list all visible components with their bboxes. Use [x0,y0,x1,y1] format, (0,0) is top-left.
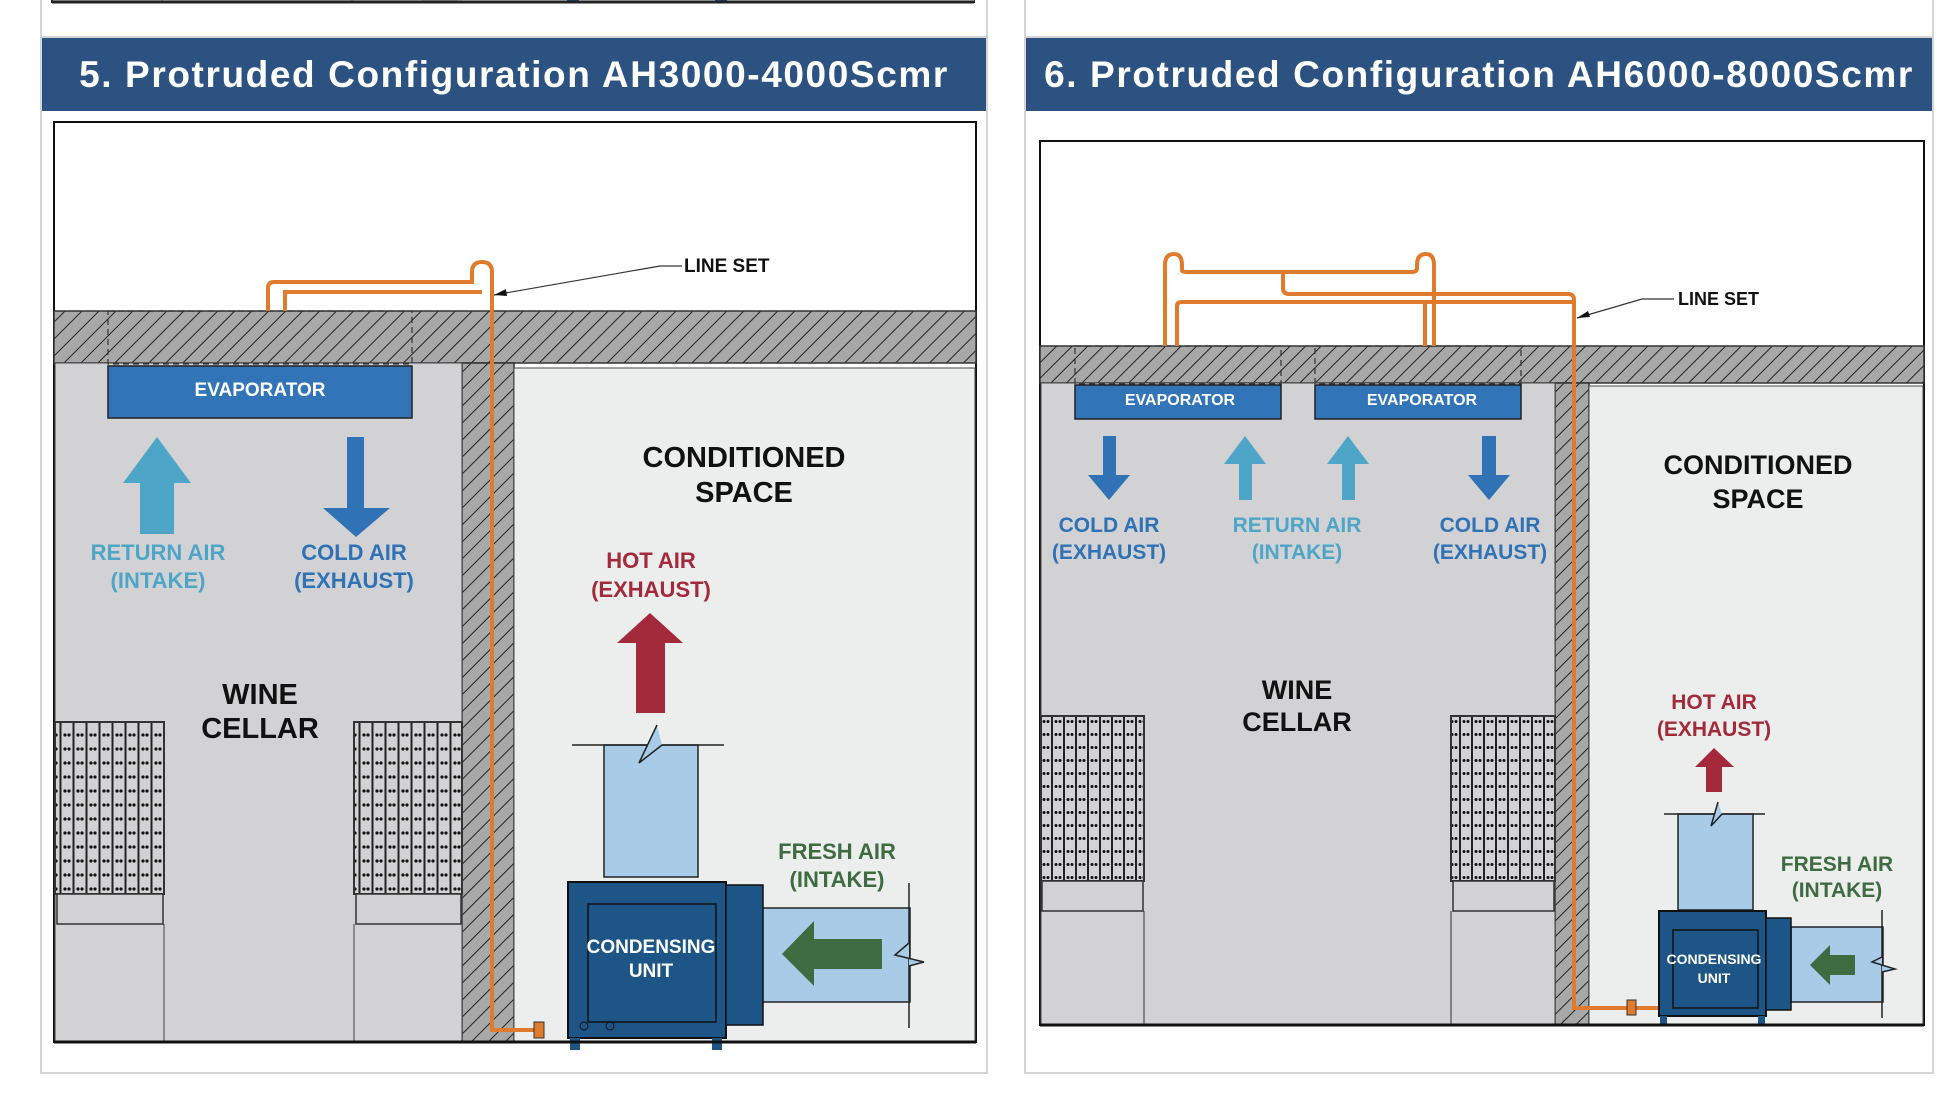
wine-cellar-label-line2: CELLAR [1242,707,1352,737]
wine-cellar-room [1040,382,1556,1026]
fresh-air-arrow-left-icon [782,921,882,986]
hot-air-label-line1: HOT AIR [1671,691,1757,714]
fresh-air-label-line2: (INTAKE) [790,867,885,892]
line-set-label: LINE SET [684,256,770,277]
hot-air-label-line2: (EXHAUST) [1657,718,1771,741]
wine-cellar-label-line2: CELLAR [201,713,319,745]
evaporator-unit-right [1314,384,1522,420]
previous-diagram-fragment [51,0,975,4]
wine-rack-left [1040,715,1145,1025]
cold-air-arrow-down-icon-left [1088,436,1130,500]
cold-air-right-label-line2: (EXHAUST) [1433,541,1547,564]
conditioned-space-label-line2: SPACE [1712,484,1803,514]
wine-cellar-label-line1: WINE [222,679,298,711]
wine-rack-left [54,721,165,1042]
condensing-unit-label-line2: UNIT [1698,970,1731,986]
condensing-unit-label-line1: CONDENSING [1667,951,1762,967]
panel-title: 5. Protruded Configuration AH3000-4000Sc… [42,38,986,111]
conditioned-space-label-line1: CONDITIONED [1664,450,1853,480]
condensing-unit-label-line2: UNIT [629,961,674,982]
ceiling-slab [53,310,977,364]
line-set-label: LINE SET [1678,289,1759,309]
return-air-arrow-up-icon [123,437,191,534]
fresh-air-label-line2: (INTAKE) [1792,879,1883,902]
return-air-label-line1: RETURN AIR [1233,514,1362,537]
previous-panel-5 [1024,0,1934,38]
evaporator-label-left: EVAPORATOR [1125,392,1236,409]
wine-cellar-label-line1: WINE [1262,675,1333,705]
panel-protruded-ah6000-8000: 6. Protruded Configuration AH6000-8000Sc… [1024,38,1934,1074]
cold-air-label-line1: COLD AIR [301,540,407,565]
evaporator-label: EVAPORATOR [195,380,326,401]
cold-air-arrow-down-icon-right [1468,436,1510,500]
line-set-pipes [1163,251,1660,1010]
wine-rack-right [1450,715,1556,1025]
evaporator-unit [107,365,413,419]
exhaust-duct [1677,813,1754,911]
diagram-ah3000-4000: EVAPORATOR LINE SET RETURN AIR (INTAKE) … [53,121,977,1050]
panel-title: 6. Protruded Configuration AH6000-8000Sc… [1026,38,1932,111]
return-air-label-line1: RETURN AIR [91,540,226,565]
return-air-label-line2: (INTAKE) [1252,541,1343,564]
wine-cellar-room [54,362,463,1043]
line-set-pipes [266,259,542,1032]
exhaust-duct [603,744,699,878]
hot-air-arrow-up-icon [617,613,683,713]
condensing-unit [567,881,764,1050]
return-air-arrow-up-icon-right [1327,436,1369,500]
condensing-unit-label-line1: CONDENSING [587,937,716,958]
evaporator-unit-left [1074,384,1282,420]
condensing-unit [1658,910,1792,1025]
hot-air-label-line1: HOT AIR [606,548,696,573]
cold-air-right-label-line1: COLD AIR [1440,514,1541,537]
hot-air-arrow-up-icon [1695,748,1734,792]
hot-air-label-line2: (EXHAUST) [591,577,711,602]
return-air-arrow-up-icon-left [1224,436,1266,500]
partition-wall [461,362,515,1043]
conditioned-space-label-line2: SPACE [695,477,793,509]
cold-air-left-label-line1: COLD AIR [1059,514,1160,537]
fresh-air-label-line1: FRESH AIR [778,839,896,864]
fresh-air-label-line1: FRESH AIR [1781,853,1893,876]
previous-panel-4 [40,0,988,38]
fresh-air-arrow-left-icon [1810,945,1855,985]
return-air-label-line2: (INTAKE) [111,568,206,593]
diagram-ah6000-8000: EVAPORATOR EVAPORATOR LINE SET COLD AIR … [1039,140,1925,1027]
evaporator-label-right: EVAPORATOR [1367,392,1478,409]
cold-air-arrow-down-icon [323,437,390,537]
panel-protruded-ah3000-4000: 5. Protruded Configuration AH3000-4000Sc… [40,38,988,1074]
cold-air-left-label-line2: (EXHAUST) [1052,541,1166,564]
ceiling-slab [1039,345,1925,384]
conditioned-space-label-line1: CONDITIONED [643,442,846,474]
cold-air-label-line2: (EXHAUST) [294,568,414,593]
wine-rack-right [353,721,463,1042]
